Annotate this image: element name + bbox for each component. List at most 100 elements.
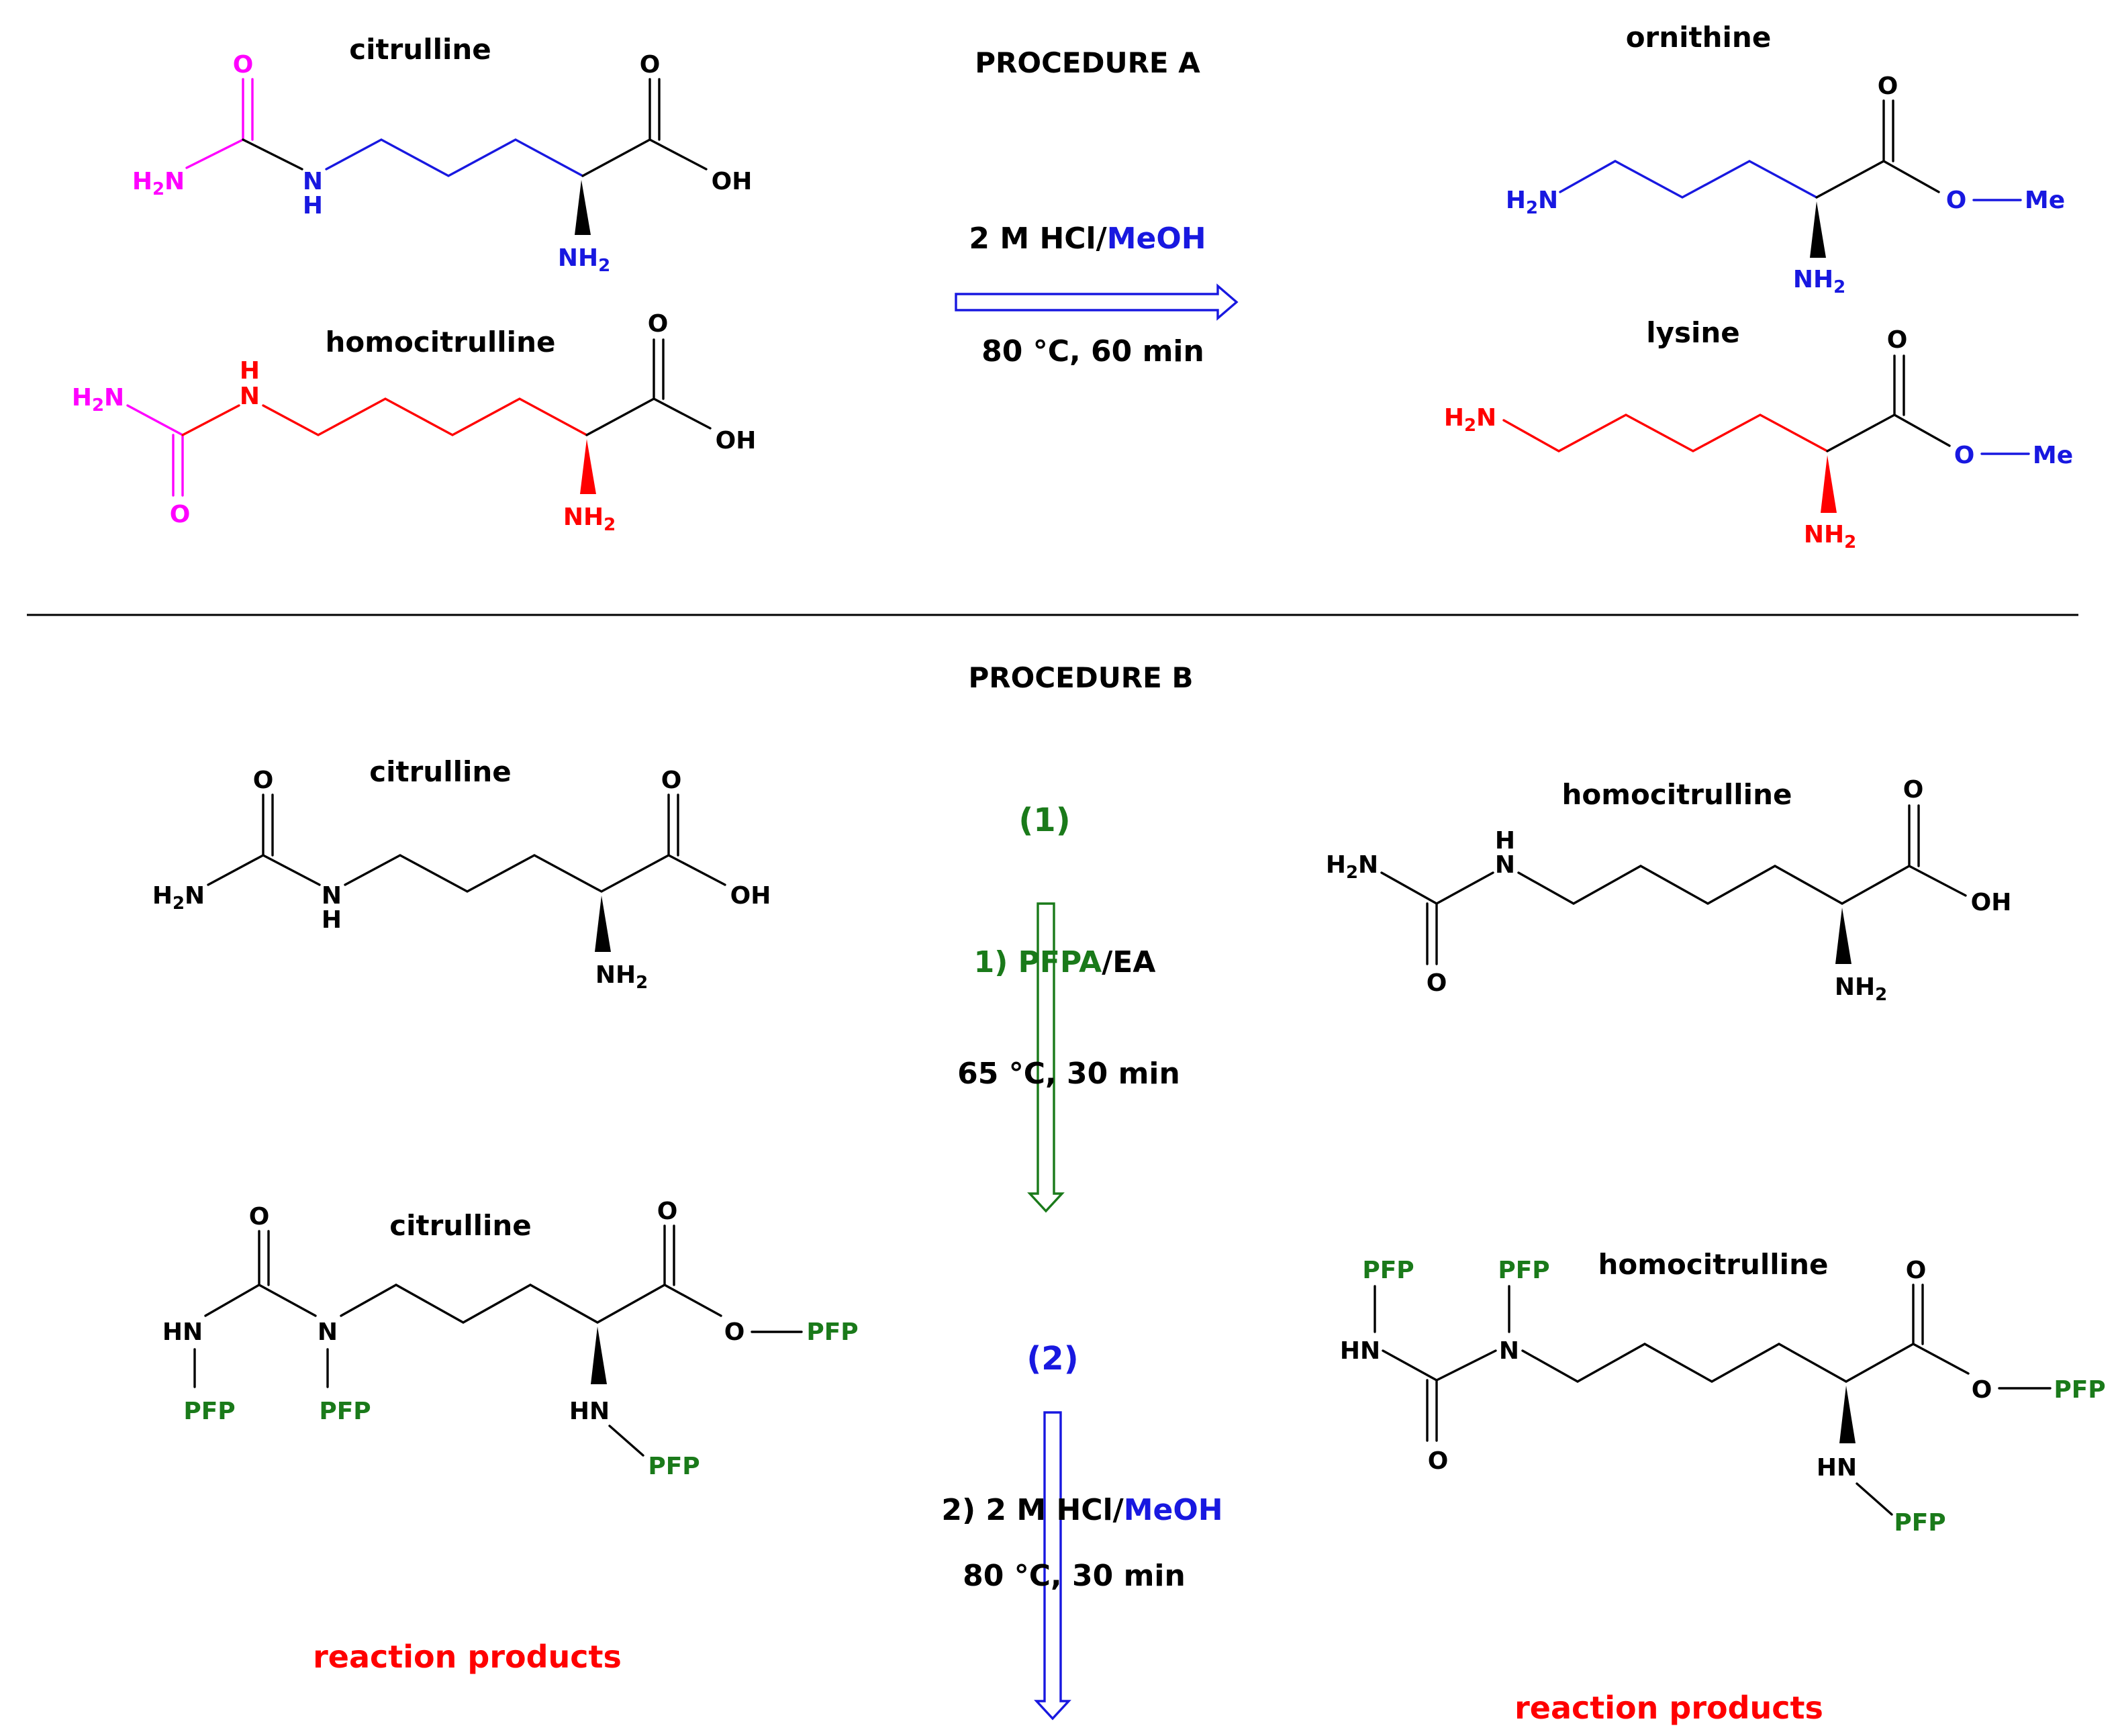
wedge-bond xyxy=(1839,1386,1856,1443)
carboxyl-bonds xyxy=(581,78,708,177)
carboxyl-oxygen: O xyxy=(1906,1257,1927,1284)
methyl-group: Me xyxy=(2033,442,2073,469)
carboxyl-oxygen: O xyxy=(657,1198,678,1225)
svg-text:H2N: H2N xyxy=(152,882,205,914)
amine-h2n: H2N xyxy=(132,168,185,199)
alpha-amine: NH2 xyxy=(1835,973,1887,1005)
amine-h2n: H2N xyxy=(1506,187,1558,218)
procedure-b-heading: PROCEDURE B xyxy=(969,661,1194,694)
step-1-conditions: 65 °C, 30 min xyxy=(957,1057,1180,1091)
carbon-chain xyxy=(1559,160,1818,199)
carbonyl-oxygen: O xyxy=(1427,969,1447,997)
alpha-nh: HN xyxy=(569,1398,610,1425)
svg-text:NH2: NH2 xyxy=(1835,973,1887,1005)
amine-h2n: H2N xyxy=(1444,404,1496,436)
procedure-a-reagent: 2 M HCl/MeOH xyxy=(969,222,1206,256)
wedge-bond xyxy=(591,1327,607,1384)
hydrogen: H xyxy=(1495,827,1515,855)
hydrogen: H xyxy=(322,906,342,934)
wedge-bond xyxy=(580,439,596,494)
urea-nh: HN xyxy=(162,1318,203,1346)
carbonyl-oxygen: O xyxy=(249,1203,270,1231)
hydrogen: H xyxy=(240,357,260,385)
compound-label: homocitrulline xyxy=(326,326,556,358)
amine-h2n: H2N xyxy=(72,384,124,416)
nitrogen: N xyxy=(1499,1337,1519,1365)
step-1-reagent: 1) PFPA/EA xyxy=(974,945,1156,979)
urea-nh: HN xyxy=(1340,1337,1380,1365)
carbon-chain xyxy=(1521,1284,1970,1383)
step-2-marker: (2) xyxy=(1026,1340,1078,1378)
compound-label: citrulline xyxy=(349,33,491,66)
urea-bonds xyxy=(1382,1349,1497,1442)
pfp-group: PFP xyxy=(1894,1509,1945,1537)
svg-text:NH2: NH2 xyxy=(595,961,648,993)
procedure-b-homocitrulline: homocitrulline H2N O H N O OH NH2 xyxy=(1326,776,2012,1005)
carboxyl-oxygen: O xyxy=(661,767,682,794)
procedure-a-arrow xyxy=(955,283,1239,321)
footer-reaction-products-left: reaction products xyxy=(313,1639,622,1675)
ester-bonds xyxy=(1826,354,1951,452)
compound-label: citrulline xyxy=(389,1209,532,1242)
carbonyl-oxygen: O xyxy=(170,501,191,528)
svg-text:H2N: H2N xyxy=(1326,851,1378,883)
carbon-chain xyxy=(262,397,588,436)
amide-bond xyxy=(181,404,240,436)
amine-h2n: H2N xyxy=(152,882,205,914)
step-1-arrow xyxy=(1027,902,1065,1213)
procedure-a-lysine: lysine H2N O O Me NH2 xyxy=(1444,316,2073,552)
compound-label: homocitrulline xyxy=(1598,1248,1829,1281)
wedge-bond xyxy=(1821,455,1837,513)
carbon-chain xyxy=(1502,414,1829,452)
carbonyl-oxygen: O xyxy=(1878,73,1898,100)
svg-text:NH2: NH2 xyxy=(563,503,616,535)
carbon-chain xyxy=(1517,804,1967,905)
carboxyl-bonds xyxy=(585,338,712,436)
svg-text:NH2: NH2 xyxy=(558,244,610,276)
procedure-b-citrulline: citrulline O H2N N H O OH NH2 xyxy=(152,755,771,993)
procedure-b-citrulline-pfp: citrulline O HN PFP N PFP O O PFP HN PFP xyxy=(162,1198,859,1480)
methyl-group: Me xyxy=(2025,187,2065,214)
svg-text:H2N: H2N xyxy=(72,384,124,416)
hydroxyl: OH xyxy=(730,882,771,910)
hydroxyl: OH xyxy=(1971,889,2012,916)
nitrogen: N xyxy=(322,882,342,910)
ester-oxygen: O xyxy=(1946,187,1967,214)
urea-bonds xyxy=(204,1230,317,1317)
step-1-marker: (1) xyxy=(1018,802,1070,839)
amide-bond xyxy=(242,138,303,171)
procedure-a-ornithine: ornithine H2N O O Me NH2 xyxy=(1506,21,2065,297)
alpha-amine: NH2 xyxy=(558,244,610,276)
procedure-a-citrulline: citrulline O H2N N H O OH NH2 xyxy=(132,33,753,276)
procedure-a-heading: PROCEDURE A xyxy=(975,46,1200,79)
carboxyl-oxygen: O xyxy=(648,310,669,338)
pfp-group: PFP xyxy=(806,1318,858,1346)
carbon-chain xyxy=(344,793,726,893)
carboxyl-oxygen: O xyxy=(1903,776,1924,804)
urea-bonds xyxy=(207,793,321,886)
wedge-bond xyxy=(595,896,611,952)
pfp-group: PFP xyxy=(183,1398,235,1425)
compound-label: ornithine xyxy=(1626,21,1772,54)
procedure-b-homocitrulline-pfp: homocitrulline PFP HN PFP N O O O PFP HN… xyxy=(1340,1248,2106,1537)
svg-text:H2N: H2N xyxy=(1444,404,1496,436)
step-2-reagent: 2) 2 M HCl/MeOH xyxy=(941,1493,1222,1527)
nitrogen: N xyxy=(303,168,323,195)
ester-oxygen: O xyxy=(724,1318,745,1346)
nitrogen: N xyxy=(240,383,260,410)
urea-bonds xyxy=(185,78,254,169)
hydrogen: H xyxy=(303,192,323,220)
wedge-bond xyxy=(575,180,591,235)
pfp-bond xyxy=(1856,1482,1893,1516)
ester-oxygen: O xyxy=(1954,442,1975,469)
alpha-amine: NH2 xyxy=(595,961,648,993)
nitrogen: N xyxy=(1495,851,1515,879)
nitrogen: N xyxy=(318,1318,338,1346)
wedge-bond xyxy=(1810,201,1826,258)
svg-text:NH2: NH2 xyxy=(1793,266,1845,297)
svg-text:H2N: H2N xyxy=(1506,187,1558,218)
carbonyl-oxygen: O xyxy=(253,767,274,794)
ester-bonds xyxy=(1815,99,1940,199)
carbonyl-oxygen: O xyxy=(1887,326,1908,354)
